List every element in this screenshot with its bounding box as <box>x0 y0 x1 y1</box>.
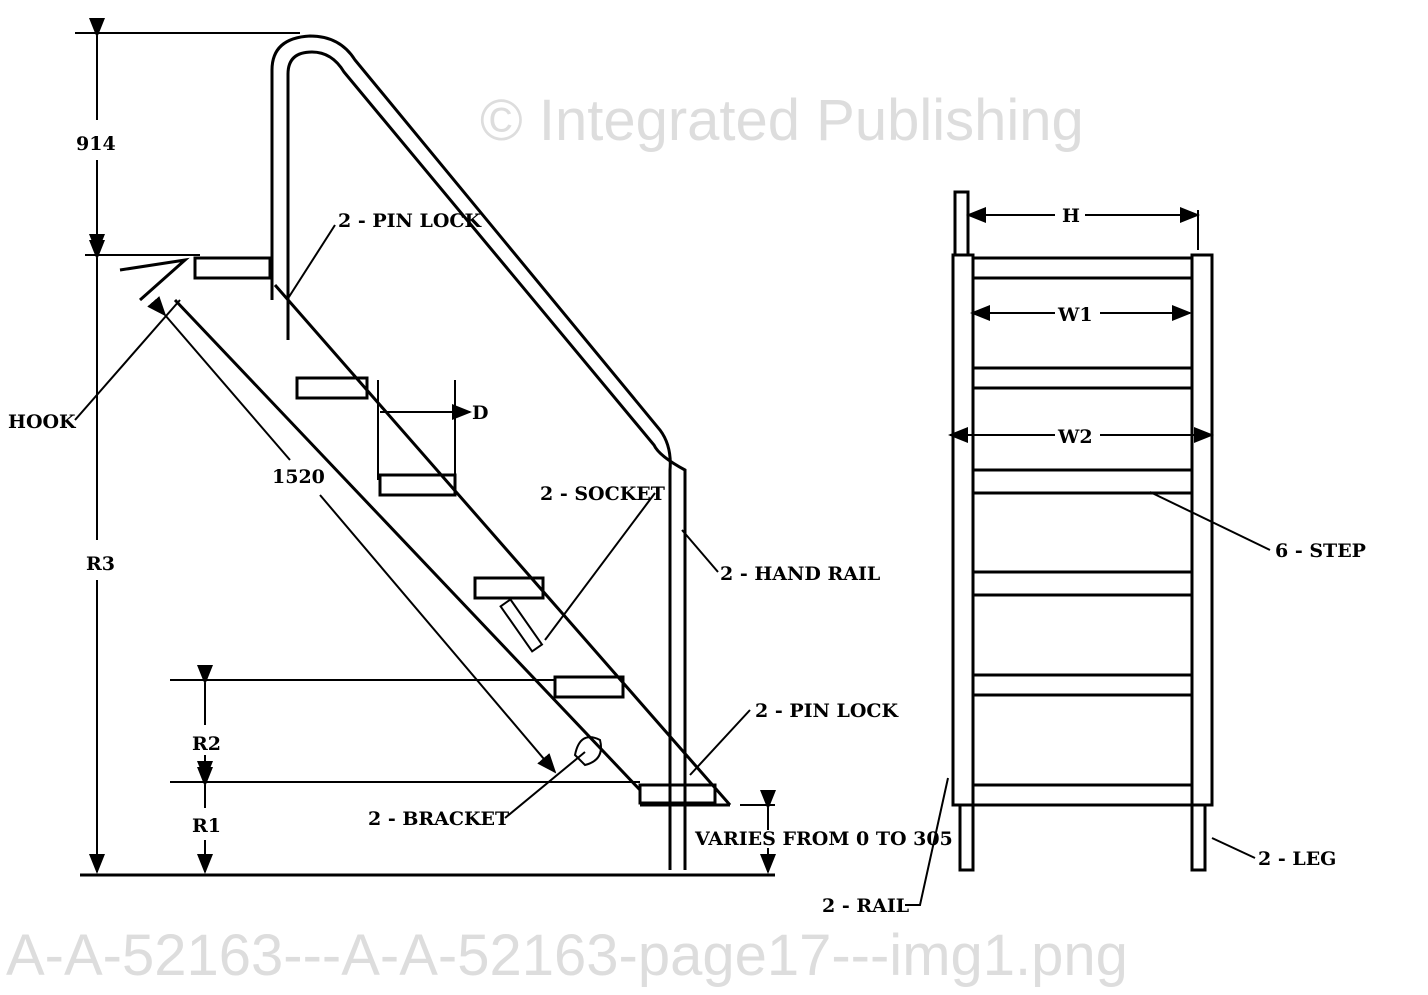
hand-rail-outer <box>270 34 672 870</box>
step <box>971 468 1194 495</box>
leader <box>544 492 656 641</box>
leader <box>1211 837 1256 859</box>
step <box>971 256 1194 280</box>
pin-lock-bottom-label: 2 - PIN LOCK <box>755 700 900 722</box>
left-rail <box>951 253 975 807</box>
step <box>971 366 1194 390</box>
leader <box>286 224 336 301</box>
dim-1520-line-lower <box>319 494 557 774</box>
dim-w1-label: W1 <box>1057 304 1093 326</box>
leader <box>74 299 181 421</box>
leader <box>1149 491 1271 551</box>
dim-w2-label: W2 <box>1057 426 1093 448</box>
dim-1520-label: 1520 <box>272 466 325 488</box>
watermark-line-1: © Integrated Publishing <box>480 88 1084 153</box>
step <box>971 570 1194 597</box>
leader <box>905 777 949 906</box>
socket-label: 2 - SOCKET <box>540 483 665 505</box>
front-view: H W1 W2 6 - STEP 2 - LEG 2 - RAIL <box>822 190 1366 917</box>
hand-rail-label: 2 - HAND RAIL <box>720 563 880 585</box>
top-platform-step <box>193 256 272 280</box>
leader <box>504 751 586 819</box>
side-view: 914 R3 1520 D R2 R1 VARIES FROM 0 TO 305… <box>8 18 953 877</box>
dim-d-label: D <box>472 402 488 424</box>
dim-h-label: H <box>1062 205 1080 227</box>
dim-r1-label: R1 <box>192 815 221 837</box>
hook-label: HOOK <box>8 411 77 433</box>
step-label: 6 - STEP <box>1275 540 1366 562</box>
leader <box>681 529 719 573</box>
dim-r2-label: R2 <box>192 733 221 755</box>
hook-shape <box>119 257 190 302</box>
step <box>553 675 625 699</box>
right-leg <box>1190 803 1207 872</box>
step <box>473 576 545 600</box>
left-leg <box>958 803 975 872</box>
varies-label: VARIES FROM 0 TO 305 <box>694 828 953 850</box>
step <box>971 673 1194 697</box>
stringer-lower-edge <box>173 298 642 792</box>
bracket-shape <box>573 736 602 767</box>
leg-label: 2 - LEG <box>1258 848 1336 870</box>
step <box>971 783 1194 807</box>
hand-rail-inner-line <box>286 50 687 870</box>
step <box>378 473 457 497</box>
step <box>295 376 369 400</box>
dim-r3-label: R3 <box>86 553 115 575</box>
dim-914-label: 914 <box>76 133 116 155</box>
top-pin <box>953 190 970 257</box>
bracket-label: 2 - BRACKET <box>368 808 509 830</box>
rail-label: 2 - RAIL <box>822 895 909 917</box>
stringer-upper-edge <box>273 284 732 806</box>
watermark-line-2: A-A-52163---A-A-52163-page17---img1.png <box>6 923 1128 988</box>
pin-lock-top-label: 2 - PIN LOCK <box>338 210 483 232</box>
dim-1520-line <box>147 296 291 461</box>
right-rail <box>1190 253 1214 807</box>
step <box>638 783 717 805</box>
leader <box>689 709 751 776</box>
socket-shape <box>499 598 544 653</box>
